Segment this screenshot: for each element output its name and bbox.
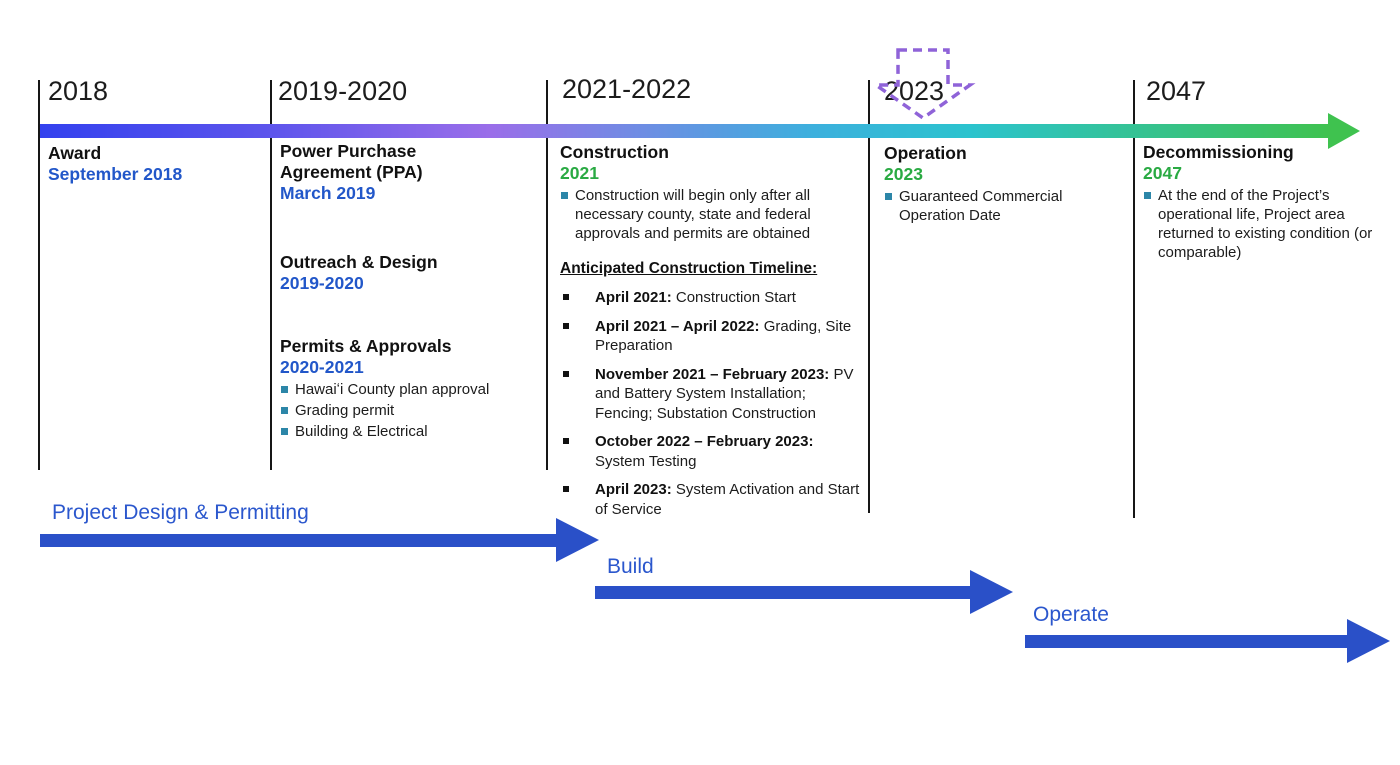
square-bullet-icon [563, 322, 569, 329]
milestone-date-ppa: March 2019 [280, 183, 376, 203]
milestone-title-award: Award [48, 143, 102, 163]
column-divider-3 [546, 80, 548, 470]
timeline-item: April 2021 – April 2022: Grading, Site P… [560, 317, 862, 356]
timeline-item-text: April 2021: Construction Start [595, 288, 862, 308]
milestone-title-ppa: Power Purchase Agreement (PPA) [280, 141, 423, 182]
phase-arrow-build-shaft [595, 586, 970, 599]
timeline-item-date: April 2023: [595, 481, 672, 498]
list-item: Construction will begin only after all n… [560, 186, 828, 243]
square-bullet-icon [1144, 192, 1151, 199]
column-2023: Operation 2023 Guaranteed Commercial Ope… [884, 143, 1119, 225]
column-divider-2 [270, 80, 272, 470]
milestone-permits-approvals: Permits & Approvals 2020-2021 Hawaiʻi Co… [280, 336, 525, 441]
list-item: Grading permit [280, 401, 525, 420]
list-item: Guaranteed Commercial Operation Date [884, 187, 1119, 225]
year-header-2023: 2023 [884, 76, 945, 106]
year-header-2019-2020: 2019-2020 [278, 76, 408, 106]
list-item: Building & Electrical [280, 422, 525, 441]
year-header-2021-2022: 2021-2022 [562, 74, 692, 104]
timeline-item-text: November 2021 – February 2023: PV and Ba… [595, 365, 862, 424]
list-item-text: Guaranteed Commercial Operation Date [899, 188, 1063, 224]
timeline-item-desc: PV and Battery System Installation; Fenc… [595, 365, 854, 422]
milestone-title-outreach: Outreach & Design [280, 252, 438, 272]
year-header-2018: 2018 [48, 76, 109, 106]
timeline-gradient-bar [40, 124, 1330, 138]
phase-arrow-project-design-shaft [40, 534, 556, 547]
milestone-date-construction: 2021 [560, 163, 599, 183]
square-bullet-icon [563, 370, 569, 377]
anticipated-timeline-heading: Anticipated Construction Timeline: [560, 260, 818, 277]
timeline-item-desc: Construction Start [671, 289, 796, 306]
phase-arrow-project-design-head-icon [556, 518, 599, 562]
timeline-item-desc: Grading, Site Preparation [595, 317, 852, 355]
column-2047: Decommissioning 2047 At the end of the P… [1143, 142, 1393, 262]
milestone-title-construction: Construction [560, 142, 669, 162]
square-bullet-icon [563, 486, 569, 492]
milestone-title-operation: Operation [884, 143, 967, 163]
year-header-2047: 2047 [1146, 76, 1207, 106]
milestone-date-decommissioning: 2047 [1143, 163, 1182, 183]
timeline-item: April 2021: Construction Start [560, 288, 862, 308]
milestone-outreach-design: Outreach & Design 2019-2020 [280, 252, 525, 294]
milestone-date-award: September 2018 [48, 164, 183, 184]
list-item-text: Grading permit [295, 402, 395, 419]
list-item-text: Hawaiʻi County plan approval [295, 381, 490, 398]
dashed-down-arrow-icon [870, 48, 976, 121]
timeline-item-desc: System Activation and Start of Service [595, 481, 860, 518]
list-item-text: Construction will begin only after all n… [575, 187, 811, 242]
column-2021-2022: Construction 2021 Construction will begi… [560, 142, 862, 519]
list-item: Hawaiʻi County plan approval [280, 380, 525, 399]
timeline-arrowhead-icon [1328, 113, 1360, 149]
column-divider-5 [1133, 80, 1135, 518]
square-bullet-icon [561, 192, 568, 199]
column-divider-4 [868, 80, 870, 513]
square-bullet-icon [281, 407, 288, 414]
column-2019-2020: Power Purchase Agreement (PPA) March 201… [280, 141, 525, 204]
column-2018: Award September 2018 [48, 143, 253, 185]
phase-arrow-operate-head-icon [1347, 619, 1390, 663]
timeline-item-date: April 2021: [595, 289, 672, 306]
timeline-item: November 2021 – February 2023: PV and Ba… [560, 365, 862, 424]
timeline-item: October 2022 – February 2023: System Tes… [560, 432, 862, 471]
list-item-text: Building & Electrical [295, 423, 428, 440]
milestone-title-decommissioning: Decommissioning [1143, 142, 1294, 162]
milestone-title-permits: Permits & Approvals [280, 336, 452, 356]
square-bullet-icon [281, 428, 288, 435]
milestone-date-permits: 2020-2021 [280, 357, 364, 377]
timeline-item-desc: System Testing [595, 452, 697, 470]
square-bullet-icon [281, 386, 288, 393]
list-item: At the end of the Project’s operational … [1143, 186, 1393, 262]
phase-arrow-operate-shaft [1025, 635, 1347, 648]
timeline-item-date: April 2021 – April 2022: [595, 317, 760, 335]
square-bullet-icon [885, 193, 892, 200]
milestone-date-operation: 2023 [884, 164, 923, 184]
square-bullet-icon [563, 438, 569, 444]
milestone-date-outreach: 2019-2020 [280, 273, 364, 293]
timeline-item-text: April 2021 – April 2022: Grading, Site P… [595, 317, 862, 356]
timeline-item-text: April 2023: System Activation and Start … [595, 480, 862, 519]
timeline-item-text: October 2022 – February 2023: System Tes… [595, 432, 862, 471]
timeline-item-date: October 2022 – February 2023: [595, 433, 814, 450]
square-bullet-icon [563, 294, 569, 300]
phase-arrow-build-head-icon [970, 570, 1013, 614]
phase-label-build: Build [607, 555, 654, 578]
list-item-text: At the end of the Project’s operational … [1158, 187, 1373, 261]
timeline-item: April 2023: System Activation and Start … [560, 480, 862, 519]
timeline-item-date: November 2021 – February 2023: [595, 365, 830, 383]
column-divider-1 [38, 80, 40, 470]
phase-label-operate: Operate [1033, 603, 1109, 626]
phase-label-project-design-permitting: Project Design & Permitting [52, 501, 309, 524]
